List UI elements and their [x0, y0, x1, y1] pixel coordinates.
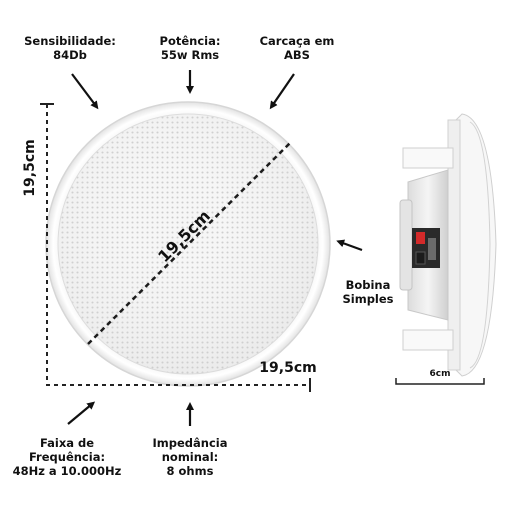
- arrow-down-left-icon: [269, 73, 295, 110]
- arrow-down-right-icon: [71, 73, 99, 110]
- depth-dimension-label: 6cm: [430, 369, 451, 379]
- speaker-side-view: [399, 113, 497, 377]
- diameter-line: [87, 142, 291, 345]
- sensitivity-label: Sensibilidade: 84Db: [24, 34, 116, 62]
- arrow-left-icon: [336, 239, 363, 252]
- frequency-label: Faixa de Frequência: 48Hz a 10.000Hz: [12, 436, 122, 478]
- arrow-up-right-icon: [67, 401, 96, 425]
- depth-bracket: [395, 378, 485, 385]
- dimension-bracket: [46, 104, 310, 386]
- height-dimension-label: 19,5cm: [22, 139, 38, 196]
- impedance-label: Impedância nominal: 8 ohms: [152, 436, 228, 478]
- coil-label: Bobina Simples: [342, 278, 394, 306]
- power-label: Potência: 55w Rms: [159, 34, 221, 62]
- housing-label: Carcaça em ABS: [259, 34, 335, 62]
- width-dimension-label: 19,5cm: [259, 360, 316, 376]
